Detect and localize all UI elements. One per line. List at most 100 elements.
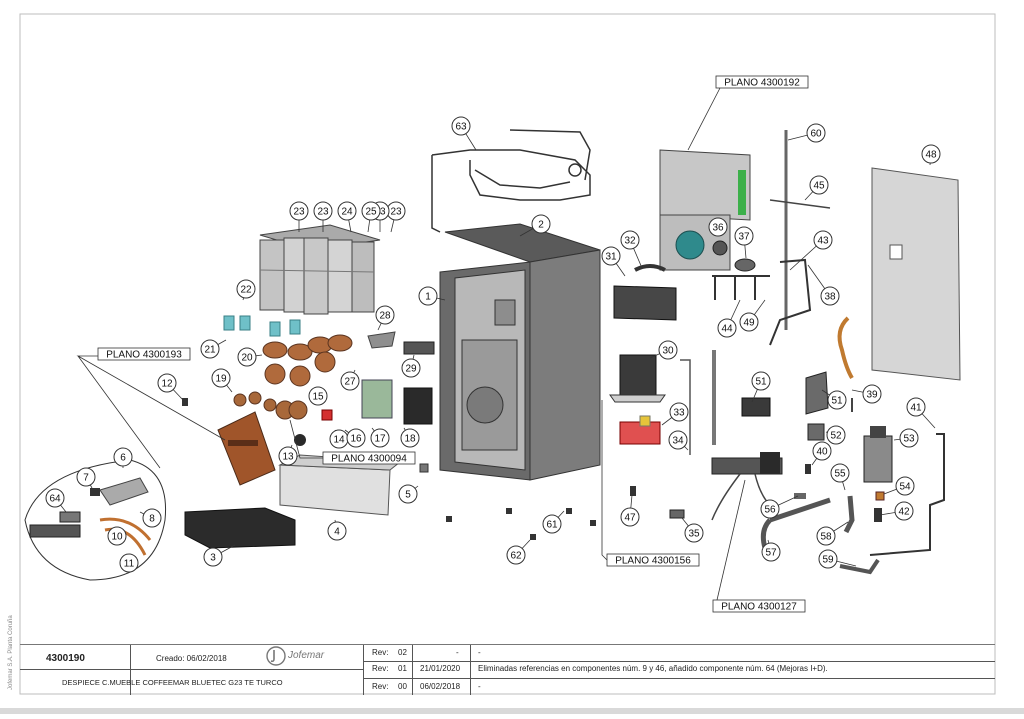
callout-bubble: 62 [506,545,526,565]
callout-bubble: 7 [76,467,96,487]
part-37 [734,258,756,272]
callout-bubble: 11 [119,553,139,573]
part-hose-38 [837,316,854,380]
part-hose-41 [869,433,945,556]
callout-bubble: 47 [620,507,640,527]
callout-bubble: 54 [895,476,915,496]
rev-number: 02 [398,648,407,657]
callout-number: 13 [282,452,294,463]
callout-bubble: 60 [806,123,826,143]
part-feet-61-62 [446,508,596,540]
part-control-board-4300192 [659,149,751,271]
callout-bubble: 27 [340,371,360,391]
callout-bubble: 20 [237,347,257,367]
callout-bubble: 40 [812,441,832,461]
callout-bubble: 21 [200,339,220,359]
callout-number: 15 [312,392,324,403]
callout-bubble: 43 [813,230,833,250]
callout-bubble: 45 [809,175,829,195]
part-56 [794,493,806,499]
callout-number: 45 [813,181,825,192]
part-51 [741,397,771,417]
callout-bubble: 25 [361,201,381,221]
callout-number: 29 [405,364,417,375]
callout-bubble: 44 [717,318,737,338]
callout-bubble: 31 [601,246,621,266]
part-hose-59 [839,558,880,575]
callout-bubble: 59 [818,549,838,569]
rev-label: Rev: [372,664,389,673]
callout-bubble: 53 [899,428,919,448]
callout-bubble: 23 [313,201,333,221]
callout-number: 19 [215,374,227,385]
callout-number: 41 [910,403,922,414]
callout-number: 10 [111,532,123,543]
callout-bubble: 52 [826,425,846,445]
plan-leader [716,479,746,601]
part-34 [680,359,691,455]
callout-bubble: 39 [862,384,882,404]
callout-number: 38 [824,292,836,303]
rev-number: 00 [398,682,407,691]
callout-number: 7 [83,473,89,484]
callout-number: 48 [925,150,937,161]
part-28 [367,331,396,349]
callout-bubble: 63 [451,116,471,136]
part-black-tray-3 [184,507,296,549]
callout-number: 3 [210,553,216,564]
plan-reference-label: PLANO 4300127 [721,602,797,613]
callout-number: 5 [405,490,411,501]
callout-number: 53 [903,434,915,445]
callout-number: 21 [204,345,216,356]
callout-bubble: 2 [531,214,551,234]
part-52 [807,423,825,441]
callout-number: 37 [738,232,750,243]
callout-bubble: 51 [751,371,771,391]
callout-number: 6 [120,453,126,464]
part-hose-43 [769,258,812,346]
callout-bubble: 37 [734,226,754,246]
part-hoppers-23-25 [259,224,381,315]
callout-bubble: 55 [830,463,850,483]
callout-number: 42 [898,507,910,518]
rev-date: 06/02/2018 [420,682,461,691]
callout-bubble: 8 [142,508,162,528]
callout-bubble: 48 [921,144,941,164]
part-pump-33 [619,415,661,445]
plan-reference: PLANO 4300094 [322,451,416,465]
part-40 [805,464,811,474]
part-51b [805,371,829,415]
callout-number: 33 [673,408,685,419]
callout-bubble: 34 [668,430,688,450]
callout-number: 32 [624,236,636,247]
callout-number: 16 [350,434,362,445]
callout-number: 8 [149,514,155,525]
part-red-valve-14 [321,409,333,421]
callout-bubble: 33 [669,402,689,422]
part-31 [613,285,677,321]
callout-number: 12 [161,379,173,390]
callout-number: 22 [240,285,252,296]
plan-leader [289,419,323,459]
callout-number: 1 [425,292,431,303]
callout-bubble: 23 [386,201,406,221]
callout-number: 52 [830,431,842,442]
jofemar-logo: Jofemar [266,645,342,667]
callout-bubble: 16 [346,428,366,448]
callout-bubble: 15 [308,386,328,406]
callout-bubble: 17 [370,428,390,448]
part-47 [630,486,636,496]
callout-number: 2 [538,220,544,231]
callout-number: 30 [662,346,674,357]
callout-bubble: 30 [658,340,678,360]
plan-leader [687,87,721,151]
callout-number: 63 [455,122,467,133]
callout-bubble: 42 [894,501,914,521]
side-note: Jofemar S.A. Planta Coruña [8,615,14,690]
callout-number: 51 [755,377,767,388]
rev-note: - [478,682,481,691]
drawing-number: 4300190 [46,653,85,664]
jofemar-logo-icon [266,646,286,666]
